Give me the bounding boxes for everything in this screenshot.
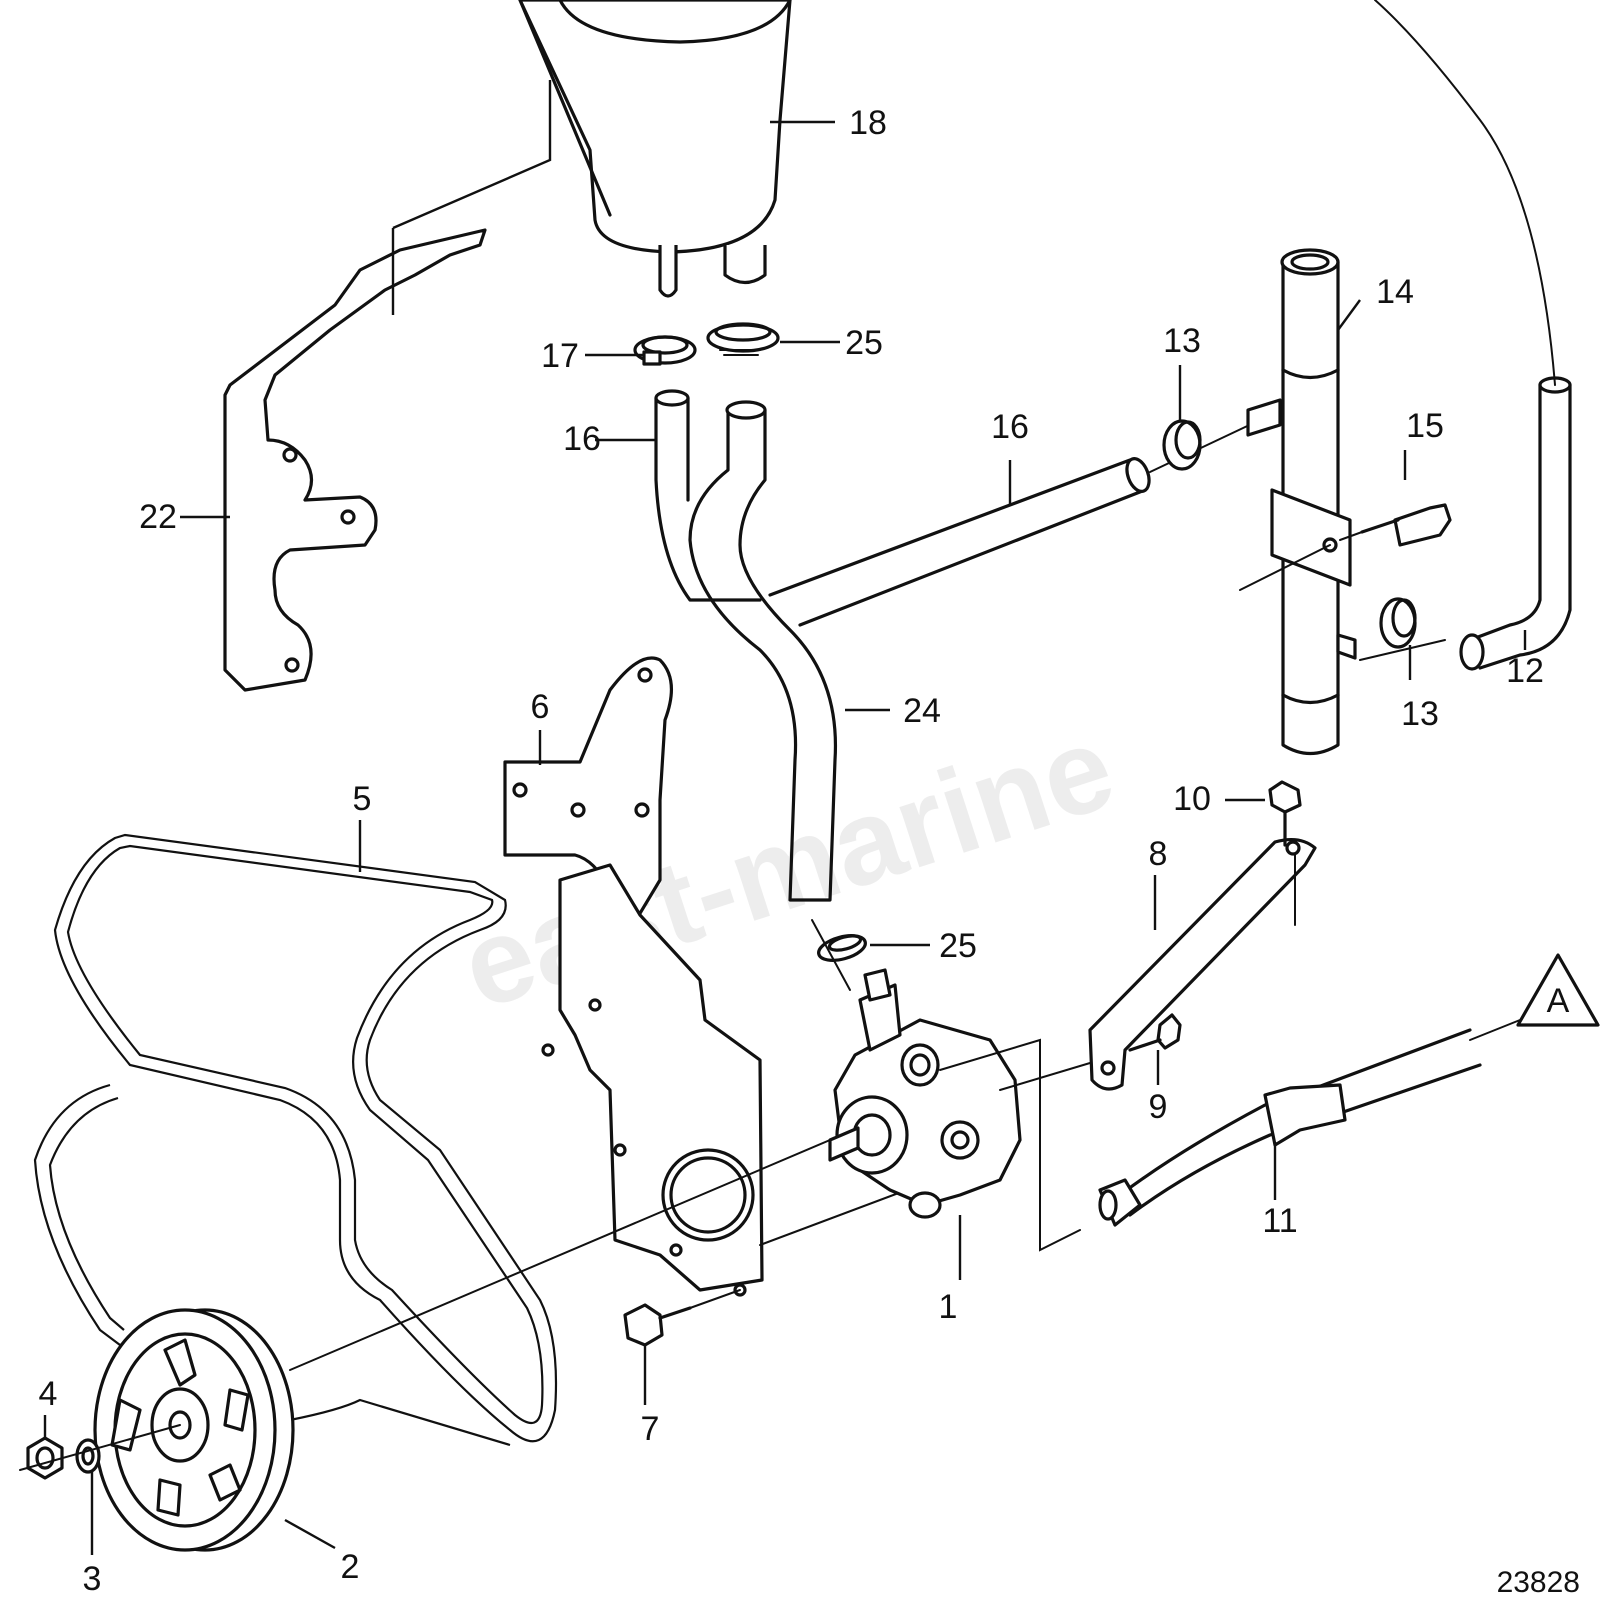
connection-marker-label: A bbox=[1547, 982, 1570, 1020]
nut-4 bbox=[26, 1436, 64, 1480]
axis-line-pump bbox=[289, 1139, 831, 1371]
callout-13-upper: 13 bbox=[1163, 322, 1201, 360]
callout-11: 11 bbox=[1262, 1202, 1297, 1240]
callout-1: 1 bbox=[939, 1288, 958, 1326]
pulley-2 bbox=[93, 1308, 295, 1552]
callout-22: 22 bbox=[139, 498, 177, 536]
hose-16-short bbox=[654, 389, 762, 602]
hose-clamp-13-lower bbox=[1379, 597, 1417, 649]
hose-clamp-25-upper bbox=[706, 322, 780, 356]
bolt-10 bbox=[1268, 780, 1302, 847]
callout-15: 15 bbox=[1406, 407, 1444, 445]
power-steering-pump bbox=[828, 968, 1101, 1252]
brace-8 bbox=[1088, 837, 1317, 1091]
callout-4: 4 bbox=[39, 1375, 58, 1413]
watermark: east-marine bbox=[447, 699, 1129, 1035]
callout-7: 7 bbox=[641, 1410, 660, 1448]
axis-line-pump-mount bbox=[759, 1184, 921, 1246]
pump-bracket-6 bbox=[503, 656, 764, 1297]
callout-8: 8 bbox=[1149, 835, 1168, 873]
callout-14: 14 bbox=[1376, 273, 1414, 311]
axis-line-pulley bbox=[19, 1424, 181, 1471]
callout-13-lower: 13 bbox=[1401, 695, 1439, 733]
hose-clamp-17 bbox=[633, 335, 697, 366]
callout-leaders bbox=[43, 120, 1527, 1555]
pressure-hose-11 bbox=[1098, 1019, 1521, 1227]
callout-24: 24 bbox=[903, 692, 941, 730]
washer-3 bbox=[75, 1438, 101, 1474]
callout-3: 3 bbox=[83, 1560, 102, 1598]
mounting-bracket-upper bbox=[223, 80, 552, 692]
callout-25-upper: 25 bbox=[845, 324, 883, 362]
connection-marker-a: A bbox=[1516, 953, 1600, 1027]
callout-16-short: 16 bbox=[563, 420, 601, 458]
callout-labels: 1 2 3 4 5 6 7 8 9 10 11 12 13 13 14 15 1… bbox=[39, 104, 1544, 1598]
callout-2: 2 bbox=[341, 1548, 360, 1586]
bolt-9 bbox=[1128, 1013, 1182, 1052]
callout-17: 17 bbox=[541, 337, 579, 375]
cooler-pipe-14 bbox=[1239, 248, 1357, 756]
callout-10: 10 bbox=[1173, 780, 1211, 818]
callout-5: 5 bbox=[353, 780, 372, 818]
reference-number: 23828 bbox=[1497, 1566, 1580, 1599]
callout-6: 6 bbox=[531, 688, 550, 726]
callout-9: 9 bbox=[1149, 1088, 1168, 1126]
callout-25-lower: 25 bbox=[939, 927, 977, 965]
hose-clamp-13-upper bbox=[1162, 419, 1202, 471]
bolt-15 bbox=[1339, 503, 1452, 547]
bolt-7 bbox=[623, 1289, 741, 1347]
power-steering-reservoir bbox=[518, 0, 792, 298]
callout-12: 12 bbox=[1506, 652, 1544, 690]
callout-16-long: 16 bbox=[991, 408, 1029, 446]
hose-12 bbox=[1359, 0, 1572, 671]
callout-18: 18 bbox=[849, 104, 887, 142]
hose-clamp-25-lower bbox=[811, 919, 867, 991]
hose-24-return bbox=[688, 400, 838, 902]
